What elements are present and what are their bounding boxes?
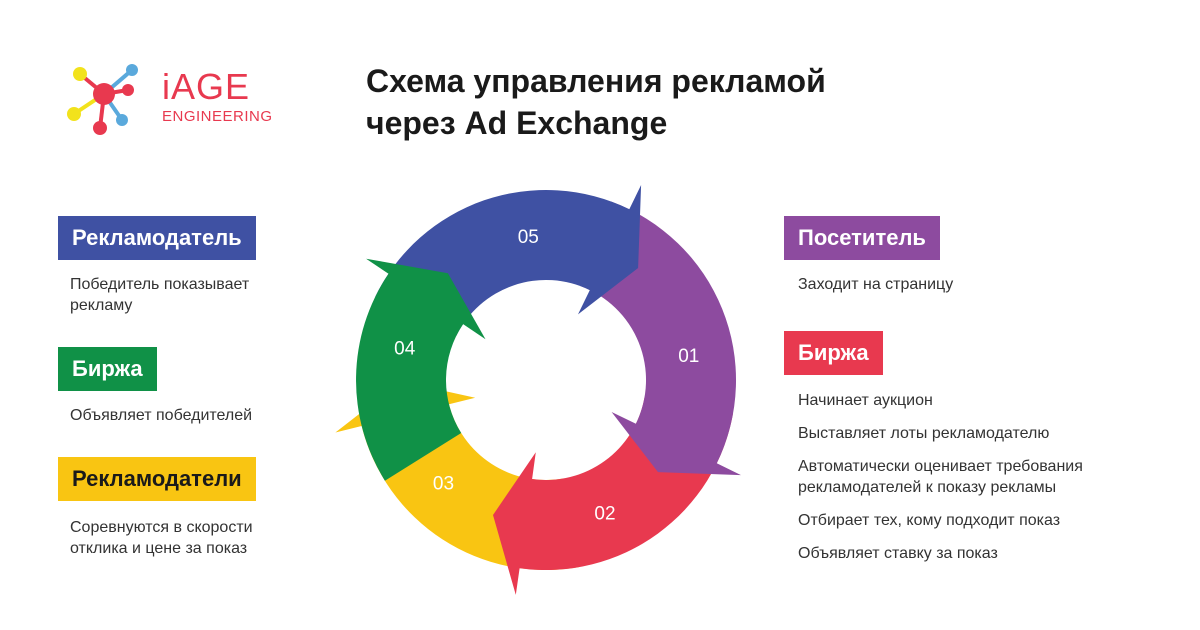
desc-advertisers: Соревнуются в скорости отклика и цене за… [70, 517, 330, 559]
desc-exchange-right: Начинает аукцион Выставляет лоты рекламо… [798, 390, 1178, 564]
logo: iAGE ENGINEERING [66, 62, 272, 138]
desc-line: Победитель показывает [70, 276, 250, 293]
label-advertiser: Рекламодатель [58, 216, 256, 260]
desc-line: рекламу [70, 297, 133, 314]
desc-exchange-left: Объявляет победителей [70, 405, 330, 426]
step-number-04: 04 [394, 338, 416, 359]
page-title: Схема управления рекламой через Ad Excha… [366, 60, 966, 144]
logo-name: iAGE [162, 66, 251, 107]
desc-line: отклика и цене за показ [70, 540, 248, 557]
step-number-02: 02 [594, 504, 615, 525]
logo-subtitle: ENGINEERING [162, 108, 273, 125]
step-number-05: 05 [518, 227, 539, 248]
cycle-diagram: 03 02 01 05 04 [335, 185, 741, 595]
cycle-arrow-04 [356, 258, 486, 481]
label-exchange-left: Биржа [58, 347, 157, 391]
desc-line: Начинает аукцион [798, 392, 933, 409]
desc-line: Заходит на страницу [798, 276, 954, 293]
desc-line: Автоматически оценивает требования [798, 458, 1083, 475]
label-exchange-right: Биржа [784, 331, 883, 375]
step-number-03: 03 [433, 474, 454, 495]
label-advertisers: Рекламодатели [58, 457, 256, 501]
desc-line: Отбирает тех, кому подходит показ [798, 512, 1061, 529]
desc-advertiser: Победитель показывает рекламу [70, 274, 330, 316]
desc-line: Выставляет лоты рекламодателю [798, 425, 1050, 442]
desc-line: Объявляет победителей [70, 407, 253, 424]
label-visitor: Посетитель [784, 216, 940, 260]
desc-line: рекламодателей к показу рекламы [798, 479, 1057, 496]
desc-line: Соревнуются в скорости [70, 519, 253, 536]
title-line-1: Схема управления рекламой [366, 63, 826, 99]
molecule-logo-icon [67, 64, 138, 135]
desc-visitor: Заходит на страницу [798, 274, 1178, 295]
desc-line: Объявляет ставку за показ [798, 545, 998, 562]
step-number-01: 01 [678, 346, 699, 367]
title-line-2: через Ad Exchange [366, 105, 668, 141]
